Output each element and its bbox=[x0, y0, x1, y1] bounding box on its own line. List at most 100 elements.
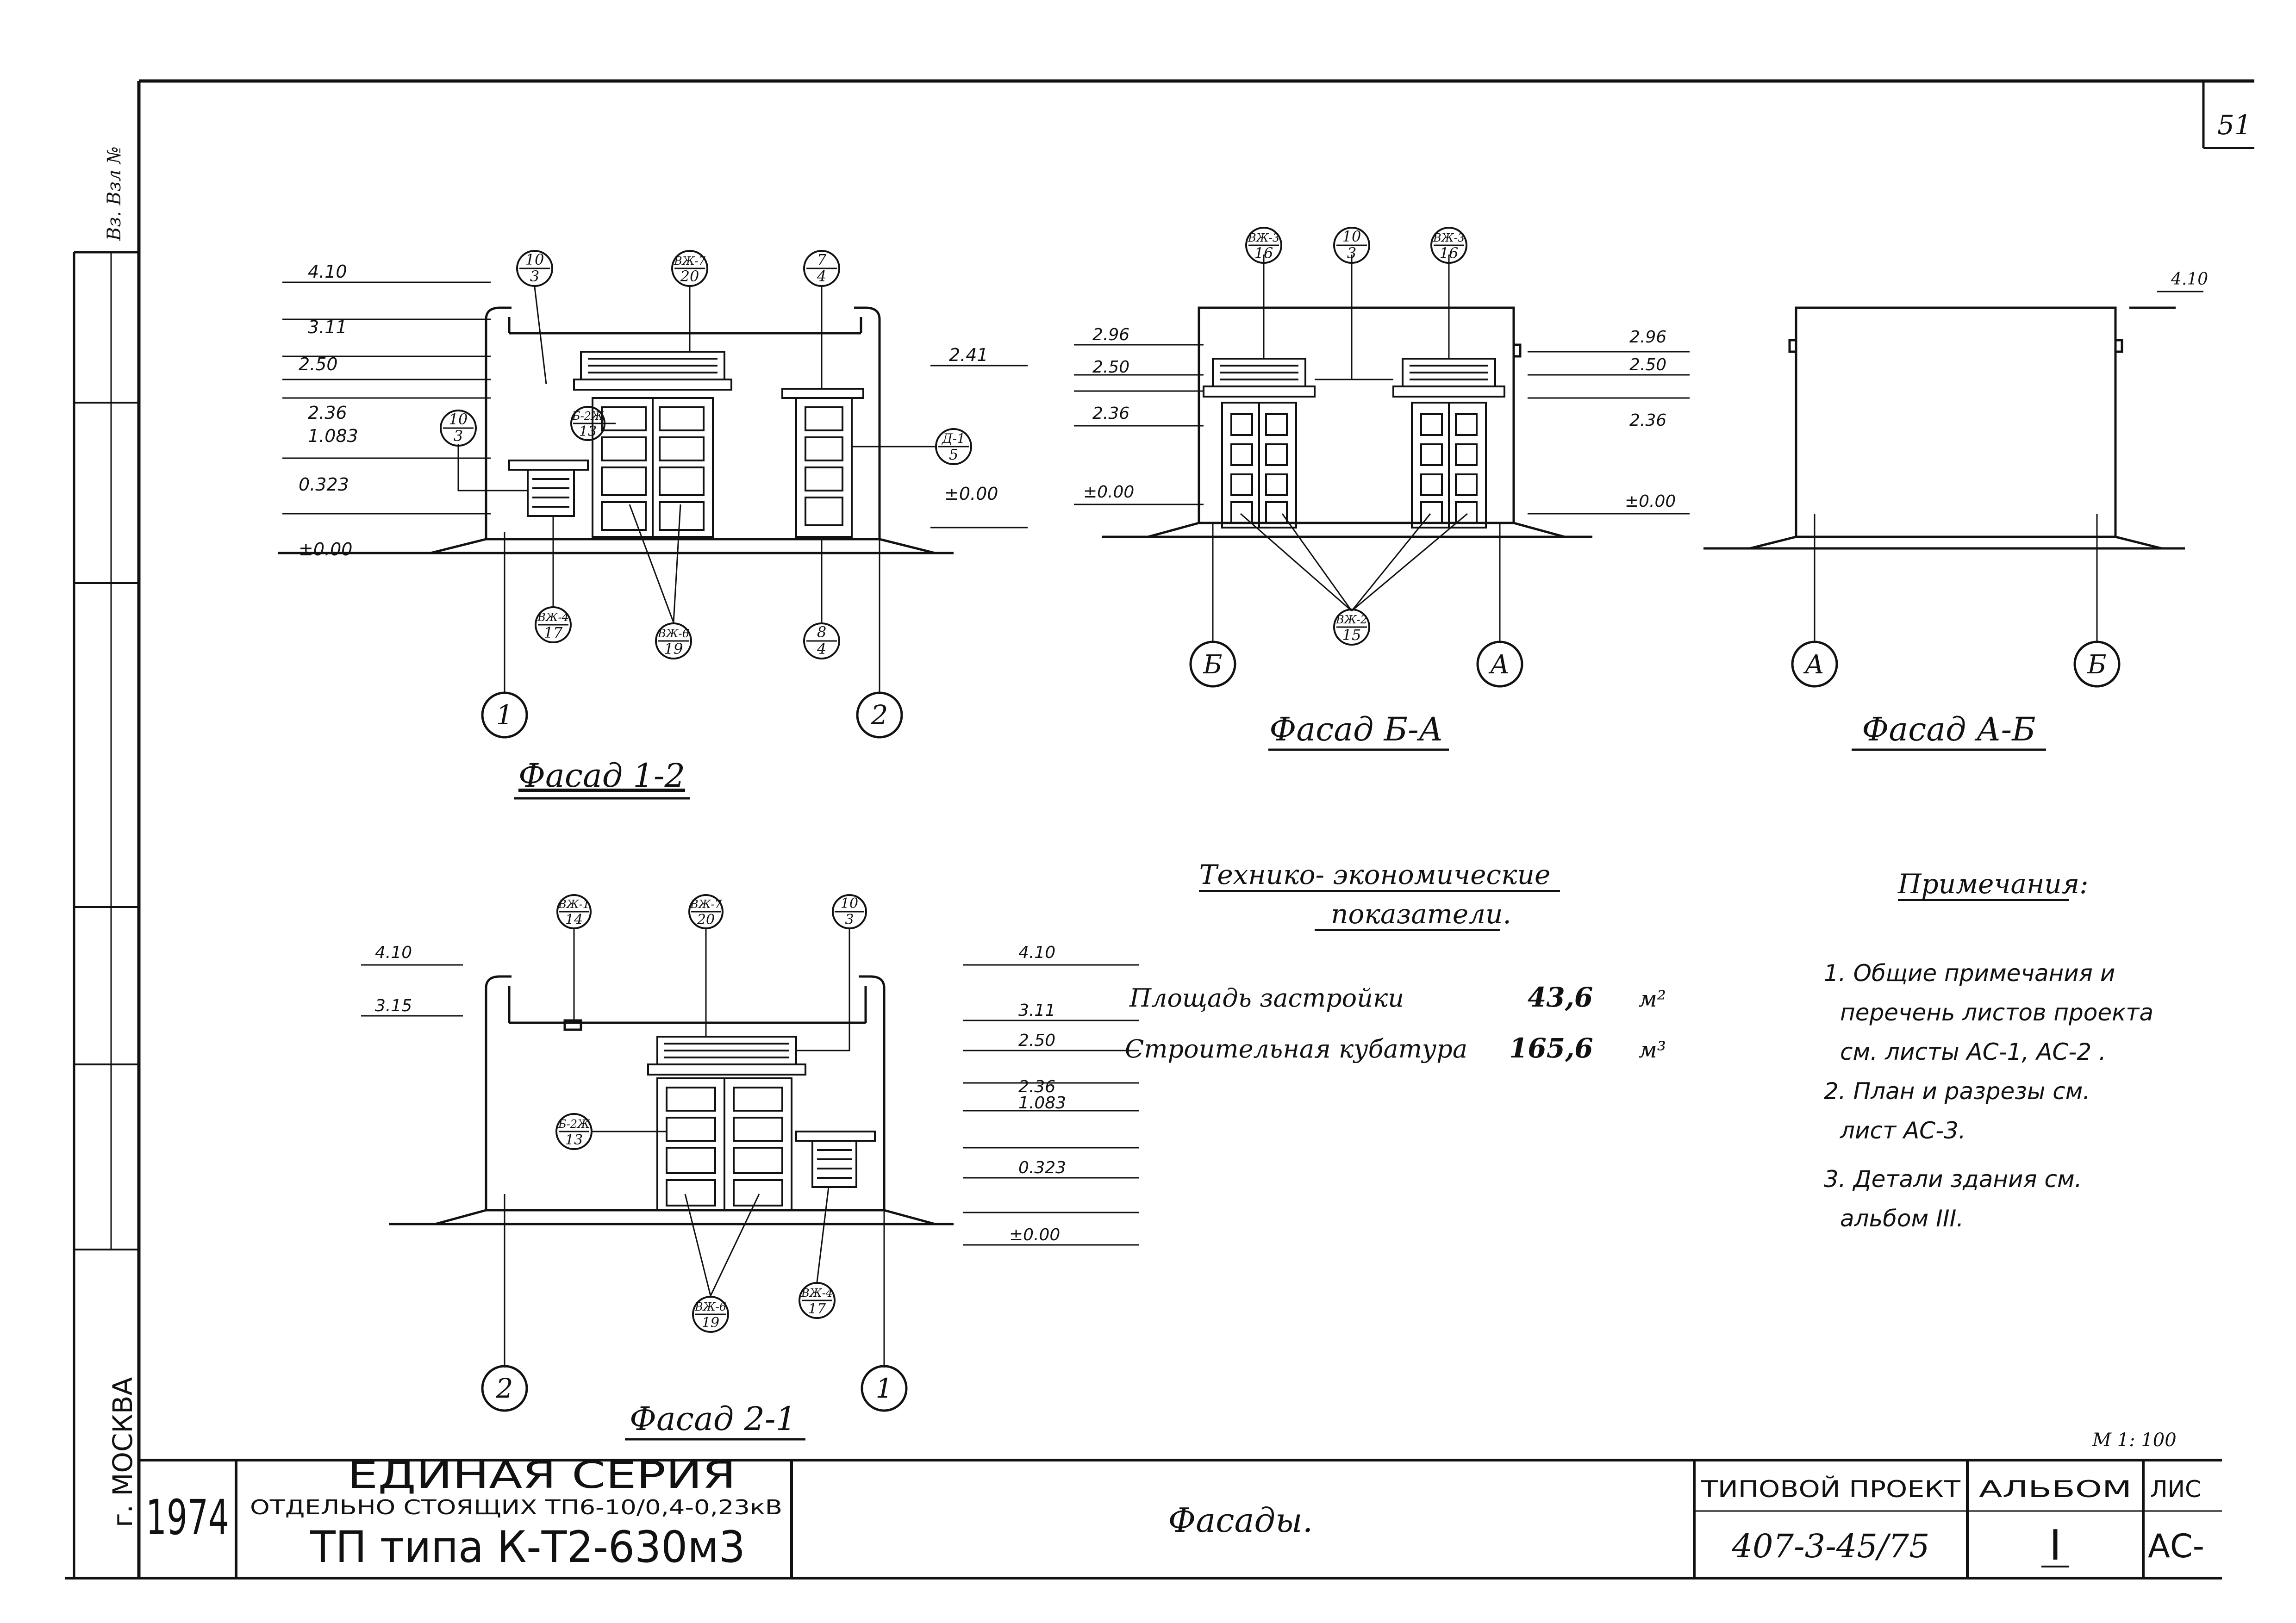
callout-marker: Б-2Ж 13 bbox=[570, 406, 605, 441]
callout-marker: ВЖ-7 20 bbox=[688, 894, 724, 929]
facade-b-a-level-lines bbox=[1074, 344, 1690, 515]
callout-bottom: 17 bbox=[544, 624, 563, 641]
level-label: 2.36 bbox=[1018, 1077, 1055, 1096]
callout-top: ВЖ-6 bbox=[694, 1300, 726, 1313]
facade-b-a-level-labels: 2.96 2.50 2.36 ±0.00 2.96 2.50 2.36 ±0.0… bbox=[1083, 325, 1676, 511]
level-label: 2.36 bbox=[1629, 411, 1666, 430]
callout-marker: ВЖ-4 17 bbox=[535, 606, 572, 643]
callout-marker: 8 4 bbox=[803, 622, 840, 659]
callout-marker: Б-2Ж 13 bbox=[555, 1113, 593, 1150]
note-line: перечень листов проекта bbox=[1840, 999, 2153, 1026]
facade-b-a-callouts: ВЖ-3 16 10 3 ВЖ-3 16 ВЖ-2 15 bbox=[1245, 227, 1467, 646]
callout-top: Б-2Ж bbox=[572, 410, 604, 423]
callout-top: ВЖ-7 bbox=[690, 898, 722, 911]
callout-top: 8 bbox=[817, 623, 826, 641]
callout-marker: ВЖ-6 19 bbox=[655, 622, 692, 659]
level-label: ±0.00 bbox=[1009, 1225, 1060, 1244]
callout-marker: ВЖ-3 16 bbox=[1430, 227, 1467, 264]
level-label: 0.323 bbox=[1018, 1158, 1066, 1177]
callout-marker: Д-1 5 bbox=[935, 428, 972, 465]
axis-label: А bbox=[1488, 650, 1510, 680]
level-label: 4.10 bbox=[375, 943, 412, 962]
callout-marker: 7 4 bbox=[803, 250, 840, 287]
callout-top: ВЖ-6 bbox=[657, 627, 689, 640]
side-city: г. МОСКВА bbox=[107, 1377, 138, 1527]
note-line: лист АС-3. bbox=[1840, 1117, 1966, 1144]
note-line: альбом III. bbox=[1840, 1205, 1964, 1232]
facade-a-b-building bbox=[1703, 306, 2185, 550]
callout-bottom: 15 bbox=[1342, 626, 1361, 644]
facade-1-2-axis-markers: 1 2 bbox=[481, 691, 903, 739]
callout-bottom: 14 bbox=[565, 912, 583, 928]
callout-marker: 10 3 bbox=[832, 894, 867, 929]
callout-marker: 10 3 bbox=[516, 250, 553, 287]
callout-bottom: 4 bbox=[817, 267, 826, 285]
facade-title: Фасад Б-А bbox=[1269, 710, 1443, 748]
axis-label: 2 bbox=[496, 1373, 513, 1404]
facade-a-b-leaders bbox=[1814, 514, 2098, 643]
title-block-series-3: ТП типа К-Т2-630м3 bbox=[310, 1522, 745, 1573]
callout-bottom: 19 bbox=[702, 1315, 719, 1331]
indicator-label: Строительная кубатура bbox=[1125, 1034, 1467, 1063]
facade-title: Фасад 1-2 bbox=[518, 757, 685, 795]
callout-top: Д-1 bbox=[941, 431, 965, 446]
level-label: 2.96 bbox=[1629, 328, 1666, 347]
facade-b-a-leaders bbox=[1212, 255, 1501, 643]
callout-top: ВЖ-3 bbox=[1248, 231, 1279, 244]
level-label: 3.11 bbox=[308, 317, 347, 337]
facade-b-a-building bbox=[1102, 306, 1592, 538]
callout-bottom: 5 bbox=[949, 446, 958, 463]
level-label: ±0.00 bbox=[1083, 483, 1134, 502]
callout-top: 10 bbox=[449, 410, 468, 428]
callout-top: 10 bbox=[841, 895, 858, 912]
title-block: 1974 ЕДИНАЯ СЕРИЯ ОТДЕЛЬНО СТОЯЩИХ ТП6-1… bbox=[139, 1454, 2222, 1578]
level-label: 1.083 bbox=[1018, 1094, 1066, 1113]
facade-1-2-main-door bbox=[592, 397, 714, 538]
facade-1-2-level-labels: 4.10 3.11 2.50 2.36 1.083 0.323 ±0.00 2.… bbox=[299, 261, 998, 560]
sheet-frame: 51 bbox=[65, 79, 2254, 1579]
callout-bottom: 16 bbox=[1254, 244, 1273, 262]
facade-1-2-callouts: 10 3 ВЖ-7 20 7 4 10 3 Б-2Ж 13 bbox=[440, 250, 972, 659]
level-label: 3.11 bbox=[1018, 1001, 1055, 1020]
title-block-series-2: ОТДЕЛЬНО СТОЯЩИХ ТП6-10/0,4-0,23кВ bbox=[250, 1496, 782, 1519]
title-block-sheet-code: АС- bbox=[2148, 1527, 2204, 1565]
notes: Примечания: 1. Общие примечания и перече… bbox=[1824, 868, 2153, 1232]
indicator-value: 43,6 bbox=[1528, 982, 1593, 1013]
callout-top: ВЖ-4 bbox=[801, 1287, 833, 1300]
facade-title: Фасад 2-1 bbox=[630, 1400, 796, 1438]
level-label: 2.50 bbox=[299, 354, 338, 374]
facade-a-b: 4.10 А Б Фасад А-Б bbox=[1703, 270, 2208, 751]
callout-bottom: 3 bbox=[530, 267, 539, 285]
level-label: ±0.00 bbox=[944, 484, 998, 504]
level-label: ±0.00 bbox=[299, 539, 352, 560]
callout-top: ВЖ-1 bbox=[558, 898, 590, 911]
level-label: 4.10 bbox=[2171, 270, 2208, 289]
axis-label: 1 bbox=[496, 699, 513, 731]
callout-marker: 10 3 bbox=[1333, 227, 1370, 264]
facade-1-2-level-lines bbox=[282, 281, 1028, 529]
indicator-unit: м³ bbox=[1639, 1037, 1666, 1063]
title-block-project-number: 407-3-45/75 bbox=[1731, 1527, 1929, 1565]
facade-2-1-callouts: ВЖ-1 14 ВЖ-7 20 10 3 Б-2Ж 13 ВЖ-6 19 bbox=[555, 894, 867, 1333]
callout-bottom: 17 bbox=[808, 1301, 826, 1317]
level-label: ±0.00 bbox=[1625, 492, 1676, 511]
axis-label: А bbox=[1803, 650, 1824, 680]
level-label: 0.323 bbox=[299, 474, 349, 495]
title-block-year: 1974 bbox=[146, 1489, 229, 1546]
callout-top: ВЖ-2 bbox=[1335, 613, 1367, 626]
callout-top: ВЖ-4 bbox=[537, 611, 569, 624]
title-block-sheet-label: ЛИС bbox=[2150, 1476, 2201, 1503]
indicator-unit: м² bbox=[1639, 986, 1666, 1012]
tech-indicators-title-1: Технико- экономические bbox=[1199, 859, 1551, 890]
level-label: 2.96 bbox=[1092, 325, 1129, 344]
side-strip: Вз. Взл № г. МОСКВА bbox=[73, 146, 139, 1578]
facade-b-a-right-opening bbox=[1392, 358, 1505, 529]
callout-top: ВЖ-3 bbox=[1433, 231, 1465, 244]
scale-label: М 1: 100 bbox=[2092, 1430, 2177, 1451]
callout-bottom: 19 bbox=[664, 640, 683, 658]
level-label: 3.15 bbox=[375, 996, 412, 1015]
notes-title: Примечания: bbox=[1897, 868, 2089, 900]
title-block-project-label: ТИПОВОЙ ПРОЕКТ bbox=[1701, 1475, 1961, 1503]
facade-2-1-small-grille bbox=[795, 1131, 876, 1188]
callout-marker: ВЖ-2 15 bbox=[1333, 609, 1370, 646]
